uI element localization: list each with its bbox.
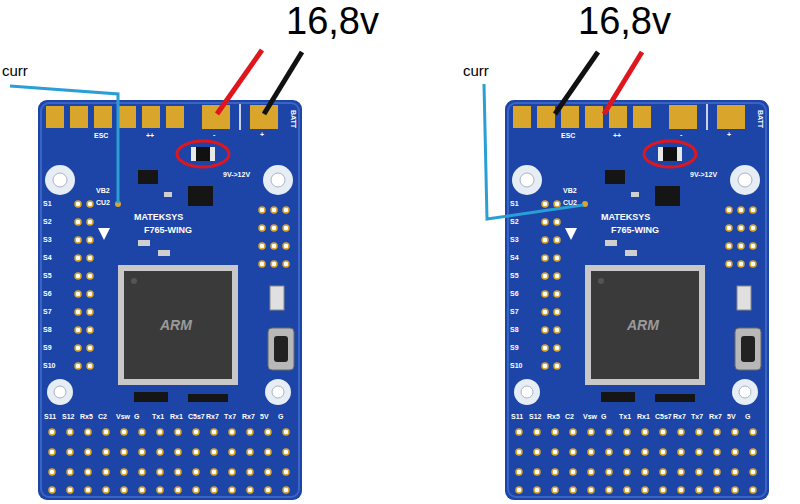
silkscreen-label: S3	[510, 236, 519, 243]
silkscreen-label: Rx1	[637, 413, 650, 420]
silkscreen-label: S8	[43, 326, 52, 333]
wire-label: curr	[2, 63, 28, 78]
silkscreen-label: Rx7	[206, 413, 219, 420]
silkscreen-label: Rx7	[242, 413, 255, 420]
silkscreen-label: G	[134, 413, 139, 420]
silkscreen-label: S6	[43, 290, 52, 297]
silkscreen-label: VB2	[96, 187, 110, 194]
silkscreen-label: S7	[510, 308, 519, 315]
silkscreen-label: Vsw	[116, 413, 130, 420]
current-wire	[484, 84, 583, 219]
silkscreen-label: ESC	[94, 132, 108, 139]
silkscreen-label: S1	[43, 200, 52, 207]
board-name: MATEKSYS	[134, 213, 183, 222]
silkscreen-label: 9V->12V	[690, 171, 717, 178]
silkscreen-label: S4	[43, 254, 52, 261]
flight-controller-board	[38, 100, 302, 500]
silkscreen-label: C5s7	[188, 413, 205, 420]
silkscreen-label: S2	[43, 218, 52, 225]
battery-wire	[555, 52, 598, 114]
chip-marking: ARM	[160, 318, 192, 332]
silkscreen-label: BATT	[757, 110, 764, 128]
silkscreen-label: S9	[510, 344, 519, 351]
current-wire	[10, 86, 118, 203]
silkscreen-label: 5V	[260, 413, 269, 420]
silkscreen-label: Rx5	[547, 413, 560, 420]
silkscreen-label: S1	[510, 200, 519, 207]
silkscreen-label: S12	[62, 413, 74, 420]
flight-controller-board	[505, 100, 769, 500]
silkscreen-label: C2	[98, 413, 107, 420]
board-name: F765-WING	[144, 226, 192, 235]
silkscreen-label: S10	[510, 362, 522, 369]
silkscreen-label: G	[278, 413, 283, 420]
silkscreen-label: Tx7	[691, 413, 703, 420]
silkscreen-label: S5	[510, 272, 519, 279]
silkscreen-label: ESC	[561, 132, 575, 139]
battery-wire	[264, 52, 302, 114]
silkscreen-label: S4	[510, 254, 519, 261]
silkscreen-label: S10	[43, 362, 55, 369]
board-name: MATEKSYS	[601, 213, 650, 222]
board-name: F765-WING	[611, 226, 659, 235]
silkscreen-label: G	[745, 413, 750, 420]
silkscreen-label: +	[727, 131, 731, 138]
battery-wire	[217, 50, 262, 114]
voltage-label: 16,8v	[286, 2, 379, 40]
silkscreen-label: ++	[613, 132, 621, 139]
silkscreen-label: BATT	[290, 110, 297, 128]
silkscreen-label: 5V	[727, 413, 736, 420]
silkscreen-label: Tx7	[224, 413, 236, 420]
voltage-label: 16,8v	[578, 2, 671, 40]
silkscreen-label: -	[213, 131, 215, 138]
silkscreen-label: CU2	[96, 199, 110, 206]
silkscreen-label: -	[680, 131, 682, 138]
silkscreen-label: Tx1	[152, 413, 164, 420]
silkscreen-label: VB2	[563, 187, 577, 194]
silkscreen-label: S11	[44, 413, 56, 420]
silkscreen-label: C5s7	[655, 413, 672, 420]
silkscreen-label: S9	[43, 344, 52, 351]
silkscreen-label: Vsw	[583, 413, 597, 420]
silkscreen-label: ++	[146, 132, 154, 139]
silkscreen-label: +	[260, 131, 264, 138]
silkscreen-label: Rx5	[80, 413, 93, 420]
silkscreen-label: Rx7	[673, 413, 686, 420]
silkscreen-label: S3	[43, 236, 52, 243]
silkscreen-label: 9V->12V	[223, 171, 250, 178]
silkscreen-label: S6	[510, 290, 519, 297]
silkscreen-label: S11	[511, 413, 523, 420]
silkscreen-label: S8	[510, 326, 519, 333]
silkscreen-label: S5	[43, 272, 52, 279]
chip-marking: ARM	[627, 318, 659, 332]
silkscreen-label: S7	[43, 308, 52, 315]
wire-label: curr	[463, 63, 489, 78]
silkscreen-label: CU2	[563, 199, 577, 206]
silkscreen-label: C2	[565, 413, 574, 420]
silkscreen-label: S12	[529, 413, 541, 420]
battery-wire	[604, 52, 642, 114]
silkscreen-label: Rx1	[170, 413, 183, 420]
silkscreen-label: Rx7	[709, 413, 722, 420]
silkscreen-label: S2	[510, 218, 519, 225]
silkscreen-label: Tx1	[619, 413, 631, 420]
silkscreen-label: G	[601, 413, 606, 420]
